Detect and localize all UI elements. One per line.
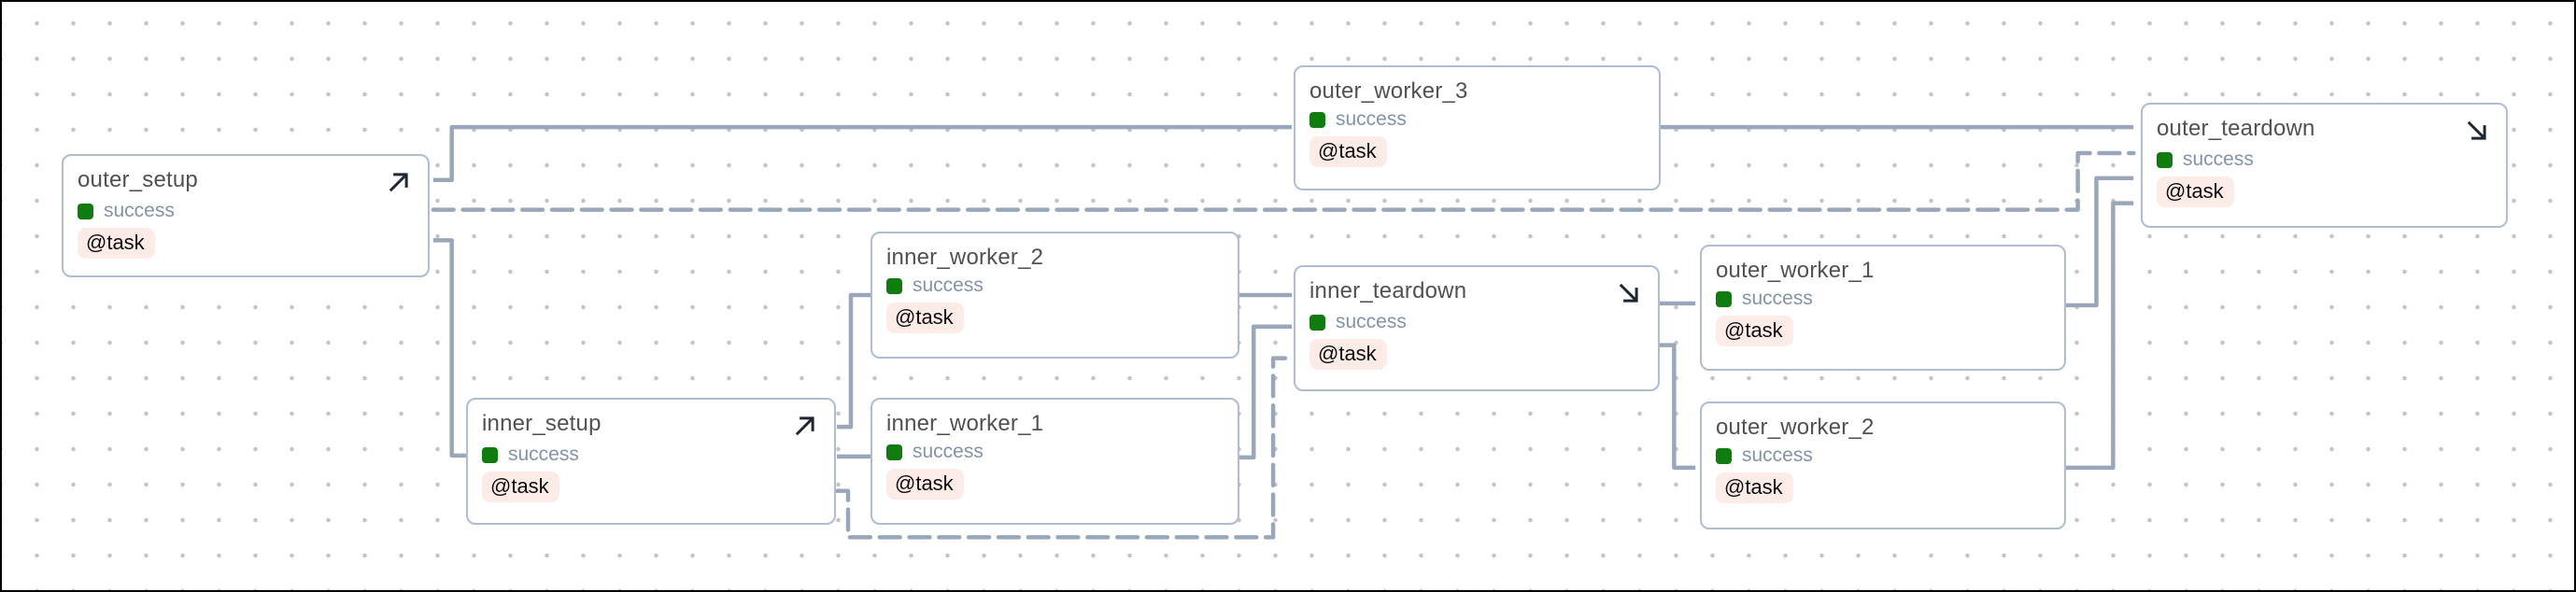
status-row: success: [886, 442, 1223, 462]
status-label: success: [1742, 444, 1813, 466]
success-status-icon: [78, 203, 93, 219]
task-node-inner_teardown[interactable]: inner_teardown success @task: [1294, 265, 1660, 391]
setup-arrow-icon: [385, 168, 413, 196]
setup-arrow-icon: [791, 412, 819, 440]
status-label: success: [913, 441, 984, 462]
edge-inner_worker_1-to-inner_teardown: [1238, 324, 1292, 460]
teardown-arrow-icon: [1615, 279, 1643, 307]
task-name-label: inner_setup: [482, 411, 602, 436]
teardown-arrow-icon: [2463, 117, 2491, 145]
edge-outer_worker_2-to-outer_teardown: [2059, 201, 2134, 471]
task-name-label: outer_worker_1: [1716, 258, 1875, 283]
success-status-icon: [1309, 111, 1325, 128]
success-status-icon: [886, 444, 902, 460]
edge-inner_teardown-to-outer_worker_2: [1655, 343, 1696, 471]
success-status-icon: [886, 277, 902, 294]
task-node-outer_worker_3[interactable]: outer_worker_3 success @task: [1294, 65, 1661, 190]
task-decorator-badge: @task: [886, 303, 964, 333]
status-label: success: [1742, 288, 1813, 309]
task-node-inner_worker_1[interactable]: inner_worker_1 success @task: [870, 398, 1239, 525]
task-decorator-badge: @task: [78, 228, 155, 259]
status-row: success: [1716, 289, 2049, 309]
task-name-label: outer_teardown: [2157, 116, 2315, 141]
task-decorator-badge: @task: [1716, 316, 1793, 346]
task-node-outer_worker_2[interactable]: outer_worker_2 success @task: [1700, 402, 2066, 529]
task-node-outer_setup[interactable]: outer_setup success @task: [62, 154, 430, 277]
task-node-outer_teardown[interactable]: outer_teardown success @task: [2141, 103, 2508, 228]
task-name-label: inner_worker_2: [886, 245, 1044, 270]
task-decorator-badge: @task: [1309, 339, 1387, 370]
status-row: success: [1309, 109, 1644, 130]
task-node-outer_worker_1[interactable]: outer_worker_1 success @task: [1700, 245, 2066, 371]
status-label: success: [913, 275, 984, 296]
task-node-inner_setup[interactable]: inner_setup success @task: [466, 398, 836, 525]
task-name-label: outer_worker_2: [1716, 415, 1875, 440]
task-name-label: outer_setup: [78, 167, 198, 192]
success-status-icon: [1716, 447, 1732, 464]
task-decorator-badge: @task: [886, 469, 964, 500]
success-status-icon: [482, 446, 498, 463]
task-name-label: inner_worker_1: [886, 411, 1044, 436]
success-status-icon: [1309, 314, 1325, 331]
task-name-label: outer_worker_3: [1309, 78, 1468, 104]
status-row: success: [1716, 445, 2049, 466]
status-row: success: [886, 275, 1223, 296]
status-label: success: [508, 444, 579, 465]
status-label: success: [104, 200, 175, 221]
task-decorator-badge: @task: [482, 472, 559, 502]
edge-inner_setup-to-inner_worker_2: [837, 292, 871, 430]
task-name-label: inner_teardown: [1309, 278, 1467, 303]
status-label: success: [1336, 311, 1407, 332]
task-decorator-badge: @task: [2157, 176, 2234, 207]
edge-outer_setup-to-outer_worker_3: [432, 124, 1292, 183]
status-row: success: [1309, 312, 1643, 332]
edge-outer_worker_1-to-outer_teardown: [2059, 176, 2134, 308]
edge-outer_setup-to-inner_setup: [432, 238, 470, 458]
status-row: success: [2157, 149, 2491, 170]
status-label: success: [1336, 108, 1407, 130]
task-decorator-badge: @task: [1716, 472, 1793, 503]
status-row: success: [78, 201, 413, 221]
status-label: success: [2183, 148, 2254, 170]
success-status-icon: [1716, 290, 1732, 307]
task-decorator-badge: @task: [1309, 136, 1387, 167]
task-node-inner_worker_2[interactable]: inner_worker_2 success @task: [870, 232, 1239, 359]
success-status-icon: [2157, 151, 2173, 168]
status-row: success: [482, 444, 819, 465]
edge-outer_setup-to-outer_teardown: [431, 150, 2136, 212]
